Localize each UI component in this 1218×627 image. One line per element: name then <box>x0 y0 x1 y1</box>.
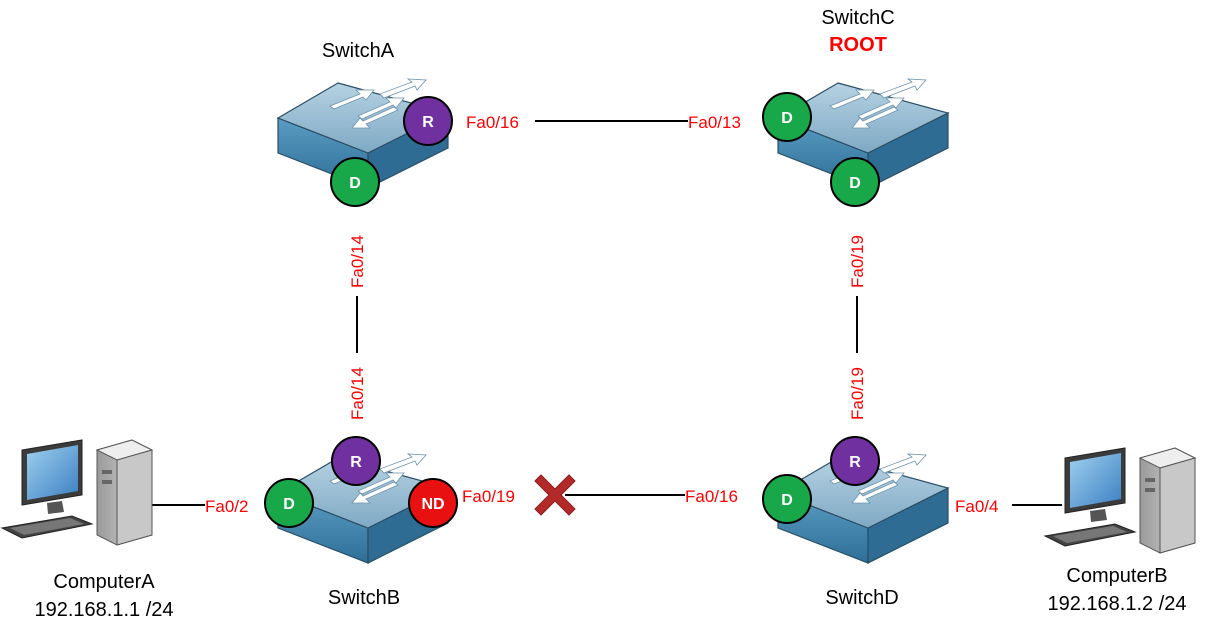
computer-b-ip: 192.168.1.2 /24 <box>1047 593 1186 615</box>
switch-c-name: SwitchC <box>821 7 894 29</box>
port-label-d-fa0-4: Fa0/4 <box>955 497 998 516</box>
computer-a-ip: 192.168.1.1 /24 <box>34 599 173 621</box>
port-label-c-fa0-13: Fa0/13 <box>688 113 741 132</box>
badge-c-designated-left: D <box>762 92 812 142</box>
badge-a-root: R <box>403 96 453 146</box>
port-badges: R D D D R D ND R <box>264 92 880 528</box>
computer-b-name: ComputerB <box>1066 565 1167 587</box>
computer-a: ComputerA 192.168.1.1 /24 <box>1 439 174 621</box>
switch-d-name: SwitchD <box>825 587 898 609</box>
svg-text:D: D <box>283 496 295 513</box>
port-labels: Fa0/16 Fa0/13 Fa0/14 Fa0/14 Fa0/19 Fa0/1… <box>205 113 998 516</box>
badge-d-root: R <box>830 436 880 486</box>
badge-b-root: R <box>331 436 381 486</box>
svg-text:R: R <box>849 454 861 471</box>
switch-c: SwitchC ROOT <box>777 7 949 189</box>
port-label-a-fa0-16: Fa0/16 <box>466 113 519 132</box>
switch-d: SwitchD <box>777 453 949 609</box>
badge-d-designated: D <box>762 474 812 524</box>
computer-a-name: ComputerA <box>53 571 155 593</box>
computer-b: ComputerB 192.168.1.2 /24 <box>1044 447 1196 615</box>
switch-b-name: SwitchB <box>328 587 400 609</box>
switch-b: SwitchB <box>277 453 449 609</box>
blocked-x-icon <box>534 474 576 516</box>
computer-icon <box>1 439 153 546</box>
svg-text:D: D <box>781 492 793 509</box>
root-label: ROOT <box>829 34 887 56</box>
port-label-a-fa0-14: Fa0/14 <box>348 235 367 288</box>
links <box>150 120 1062 506</box>
svg-text:D: D <box>349 175 361 192</box>
badge-a-designated: D <box>330 157 380 207</box>
badge-b-designated: D <box>264 478 314 528</box>
badge-c-designated-bottom: D <box>830 157 880 207</box>
badge-b-non-designated: ND <box>408 478 458 528</box>
svg-text:ND: ND <box>421 496 444 513</box>
svg-text:D: D <box>849 175 861 192</box>
port-label-d-fa0-16: Fa0/16 <box>685 487 738 506</box>
computer-icon <box>1044 447 1196 554</box>
svg-text:R: R <box>350 454 362 471</box>
port-label-c-fa0-19: Fa0/19 <box>848 235 867 288</box>
port-label-b-fa0-2: Fa0/2 <box>205 497 248 516</box>
switch-a: SwitchA <box>277 40 449 189</box>
port-label-d-fa0-19: Fa0/19 <box>848 367 867 420</box>
port-label-b-fa0-14: Fa0/14 <box>348 367 367 420</box>
switch-a-name: SwitchA <box>322 40 395 62</box>
port-label-b-fa0-19: Fa0/19 <box>462 487 515 506</box>
svg-text:D: D <box>781 110 793 127</box>
svg-text:R: R <box>422 114 434 131</box>
